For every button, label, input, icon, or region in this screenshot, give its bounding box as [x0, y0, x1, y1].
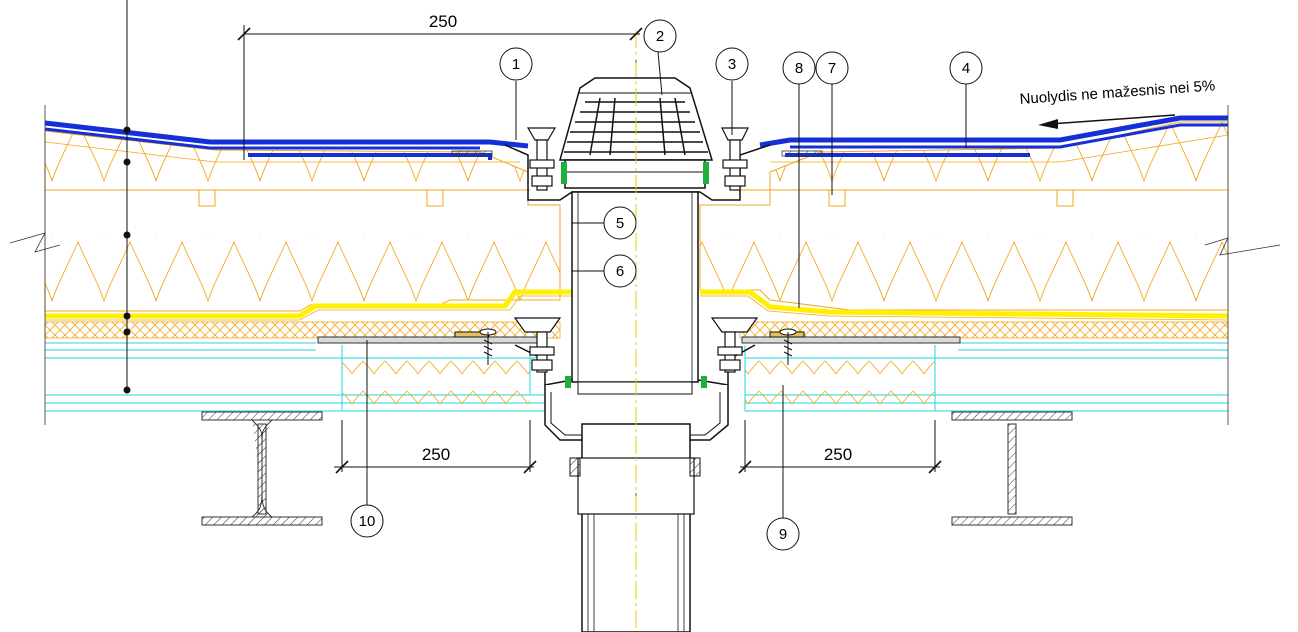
right-i-beam	[951, 411, 1073, 526]
callout-1: 1	[499, 47, 533, 140]
upper-drain-body	[564, 159, 706, 189]
svg-text:1: 1	[512, 56, 520, 73]
svg-text:10: 10	[359, 513, 376, 530]
right-notch-1	[828, 189, 846, 207]
lower-green-seal-left	[565, 376, 571, 388]
slope-note: Nuolydis ne mažesnis nei 5%	[1019, 77, 1216, 108]
clamp-upper-left	[526, 127, 557, 191]
svg-text:6: 6	[616, 263, 624, 280]
right-notch-2	[1056, 189, 1074, 207]
callout-9: 9	[766, 385, 800, 551]
callout-3: 3	[715, 47, 749, 135]
callout-8: 8	[782, 51, 816, 308]
svg-text:8: 8	[795, 60, 803, 77]
left-notch-2	[426, 189, 444, 207]
dimension-top	[237, 25, 643, 160]
left-roof-buildup	[9, 105, 572, 425]
right-roof-buildup	[699, 105, 1281, 425]
right-vapor-layer-edge	[700, 295, 1229, 321]
clamp-lower-left	[513, 317, 562, 373]
screw-right	[769, 328, 805, 365]
layer-leader-line	[123, 0, 131, 394]
clamp-lower-right	[710, 317, 759, 373]
right-crosshatch-band	[739, 321, 1229, 339]
left-vapor-layer-edge	[45, 295, 572, 321]
right-membrane-outer	[759, 115, 1228, 148]
dimension-bottom-left-label: 250	[422, 445, 450, 464]
clamp-upper-right	[721, 127, 749, 191]
svg-text:7: 7	[828, 60, 836, 77]
left-insulation-main	[44, 130, 561, 312]
left-notch-1	[198, 189, 216, 207]
left-break-line	[9, 232, 61, 253]
downpipe-ring-right	[689, 457, 701, 477]
screw-left	[454, 328, 497, 365]
svg-text:5: 5	[616, 215, 624, 232]
right-insulation-taper-line	[770, 134, 1229, 163]
right-break-line	[1204, 237, 1281, 256]
dimension-top-label: 250	[429, 12, 457, 31]
right-steel-plate	[741, 336, 961, 344]
slope-arrow	[1038, 114, 1176, 129]
left-steel-plate	[317, 336, 541, 344]
callout-4: 4	[949, 51, 983, 148]
svg-text:3: 3	[728, 56, 736, 73]
callout-6: 6	[572, 254, 637, 288]
left-vapor-layer	[45, 289, 572, 319]
svg-text:2: 2	[656, 28, 664, 45]
callout-5: 5	[572, 206, 637, 240]
callout-7: 7	[815, 51, 849, 195]
callout-2: 2	[643, 19, 677, 96]
left-membrane-inner	[44, 127, 480, 150]
leaf-guard-slots	[564, 97, 708, 156]
right-membrane-inner	[790, 123, 1228, 149]
dimension-bottom-right	[738, 420, 942, 474]
callout-10: 10	[350, 340, 384, 538]
svg-text:9: 9	[779, 526, 787, 543]
right-green-seal	[703, 162, 709, 184]
left-clamp-strip	[451, 150, 493, 157]
dimension-bottom-right-label: 250	[824, 445, 852, 464]
left-green-seal	[561, 162, 567, 184]
right-clamp-strip	[781, 150, 823, 157]
lower-green-seal-right	[701, 376, 707, 388]
left-i-beam	[201, 411, 323, 526]
svg-text:4: 4	[962, 60, 970, 77]
left-local-insulation	[342, 350, 530, 410]
downpipe-ring-left	[569, 457, 581, 477]
left-insulation-taper-line	[44, 141, 520, 163]
right-insulation-main	[699, 121, 1229, 311]
right-local-insulation	[745, 350, 935, 410]
right-vapor-layer	[700, 289, 1229, 319]
